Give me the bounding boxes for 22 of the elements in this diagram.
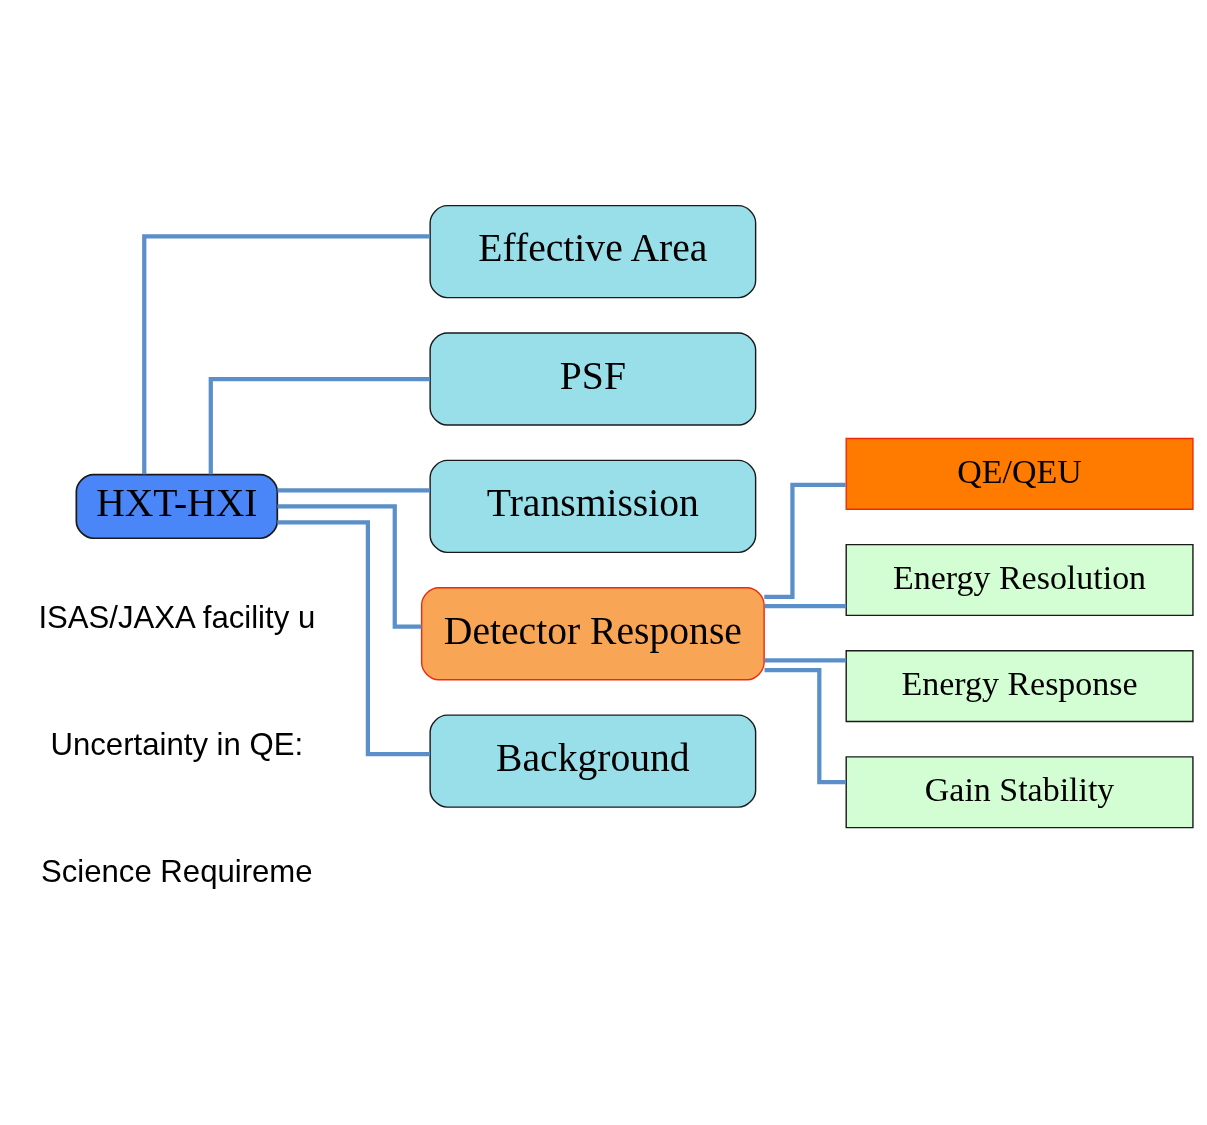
node-box: Background [429,713,757,808]
node-box: Energy Response [845,649,1194,722]
node-box: Detector Response [420,586,765,680]
connector [764,603,847,608]
node-box: Energy Resolution [845,543,1194,616]
connector [142,233,430,474]
label: Science Requireme [41,853,313,889]
node-box: Gain Stability [845,755,1194,828]
connector [277,487,430,493]
node-box: Effective Area [429,204,757,298]
connector [764,482,846,599]
node-box: QE/QEU [845,437,1194,510]
node-box: Transmission [429,459,757,553]
connector [277,519,430,756]
label: ISAS/JAXA facility u [38,599,316,635]
connector [764,667,846,784]
connector [208,376,430,474]
connector [277,503,422,629]
node-box: PSF [429,331,757,426]
node-box: HXT-HXI [75,473,279,539]
label: Uncertainty in QE: [50,726,304,762]
connector [764,657,847,663]
